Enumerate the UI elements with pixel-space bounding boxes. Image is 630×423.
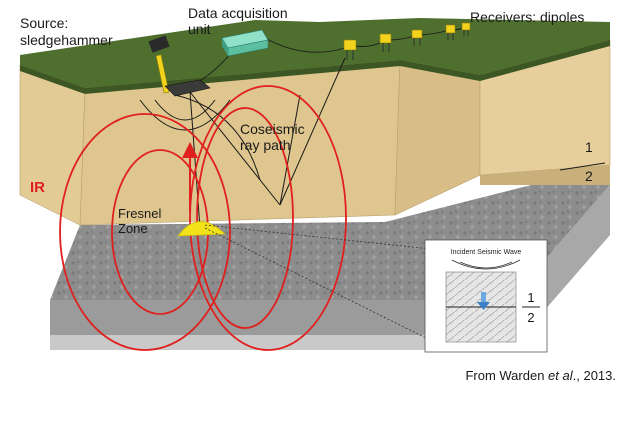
receivers-label: Receivers: dipoles [470, 9, 584, 25]
caption-italic: et al [548, 368, 573, 383]
fresnel-label-line2: Zone [118, 221, 148, 236]
grass-top-surface [20, 18, 610, 88]
figure-caption: From Warden et al., 2013. [465, 368, 616, 383]
source-label-line2: sledgehammer [20, 32, 113, 48]
caption-suffix: ., 2013. [572, 368, 616, 383]
layer-1-label: 1 [585, 139, 593, 155]
inset-arrow-icon [477, 302, 490, 310]
inset-layer-1-label: 1 [527, 290, 534, 305]
receiver-icon [343, 39, 357, 60]
layer-boundary-line [559, 162, 606, 171]
ir-label: IR [30, 179, 45, 196]
data-acquisition-unit-icon [221, 29, 269, 57]
soil-front-face-right [480, 165, 610, 185]
receiver-icon [411, 29, 423, 46]
receiver-icon [379, 33, 392, 52]
daq-label-line1: Data acquisition [188, 5, 288, 21]
inset-leader-lines [204, 224, 441, 346]
coseismic-label-line1: Coseismic [240, 121, 305, 137]
wave-arcs [139, 99, 231, 131]
inset-layer-2-label: 2 [527, 310, 534, 325]
inset-panel: Incident Seismic Wave 1 2 [424, 239, 548, 353]
source-label-line1: Source: [20, 15, 68, 31]
sledgehammer-icon [148, 35, 170, 94]
layer-2-label: 2 [585, 168, 593, 184]
fresnel-label-line1: Fresnel [118, 206, 161, 221]
caption-prefix: From Warden [465, 368, 549, 383]
impact-plate-icon [164, 79, 211, 97]
coseismic-label-line2: ray path [240, 137, 291, 153]
daq-label-line2: unit [188, 21, 211, 37]
receiver-icon [461, 22, 471, 36]
soil-cut-face [394, 59, 481, 216]
receivers [343, 22, 471, 60]
inset-title: Incident Seismic Wave [451, 249, 522, 256]
electric-field-loops [59, 85, 347, 351]
receiver-icon [445, 24, 456, 40]
grass-edge [20, 40, 610, 94]
